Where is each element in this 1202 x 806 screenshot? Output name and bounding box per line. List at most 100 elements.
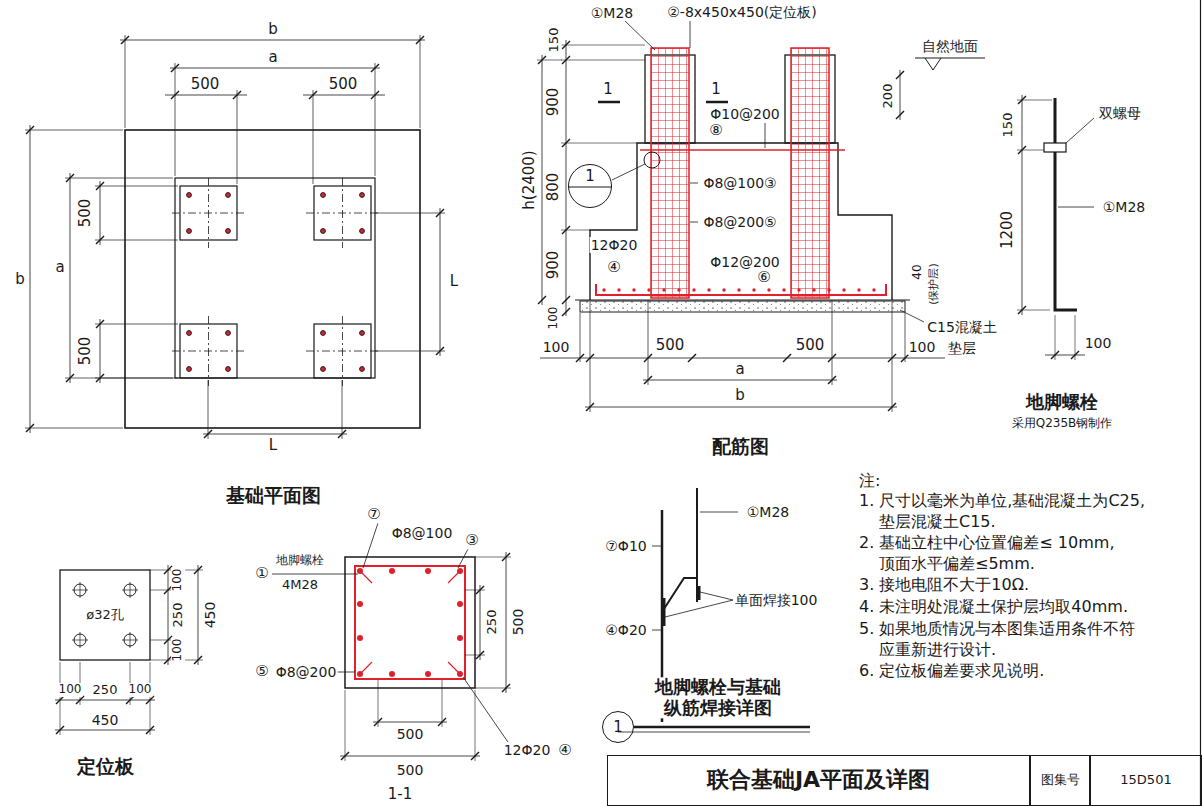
reinforcement-section <box>575 299 910 300</box>
reinforcement-section <box>580 300 905 412</box>
dimension-tick <box>338 430 346 438</box>
callout-label: ④ <box>606 259 621 276</box>
dimension-tick <box>171 64 179 72</box>
reinforcement-section <box>791 48 829 298</box>
dimension-tick <box>204 430 212 438</box>
dimension-line <box>643 380 837 381</box>
view-title: 地脚螺栓 <box>1025 392 1099 413</box>
dimension-line <box>506 552 507 693</box>
weld-detail <box>696 488 698 602</box>
callout-label: Φ8@100③ <box>702 175 777 191</box>
dimension-line <box>168 565 169 665</box>
dimension-text: 250 <box>485 609 500 636</box>
dimension-text: 250 <box>92 683 119 698</box>
reinforcement-section <box>537 21 985 412</box>
dimension-line <box>566 40 567 316</box>
dimension-tick <box>438 718 446 726</box>
dimension-tick <box>901 354 909 362</box>
dimension-text: 100 <box>542 339 571 355</box>
section-1-1 <box>355 566 465 679</box>
dimension-text: L <box>449 273 459 290</box>
dimension-tick <box>476 651 484 659</box>
dimension-tick <box>538 296 546 304</box>
dimension-tick <box>586 403 594 411</box>
dimension-text: 100 <box>171 638 185 663</box>
dimension-tick <box>1071 351 1079 359</box>
dimension-tick <box>96 236 104 244</box>
dimension-tick <box>502 553 510 561</box>
callout-label: 垫层 <box>947 340 977 356</box>
dimension-text: 500 <box>77 198 94 229</box>
reinforcement-section <box>590 143 892 300</box>
dimension-tick <box>538 56 546 64</box>
reinforcement-section <box>580 301 905 312</box>
dimension-line <box>340 756 480 757</box>
callout-label: 单面焊接100 <box>734 592 819 608</box>
dimension-tick <box>66 374 74 382</box>
dimension-text: 40 <box>911 263 925 280</box>
reinforcement-section <box>640 149 845 151</box>
anchor-bolt <box>1017 98 1094 360</box>
section-1-1 <box>457 601 463 607</box>
dimension-text: 900 <box>545 87 562 118</box>
dimension-tick <box>1018 146 1026 154</box>
reinforcement-section <box>600 288 882 292</box>
dimension-tick <box>56 696 64 704</box>
callout-number: 1 <box>585 168 595 185</box>
dimension-text: 500 <box>328 76 359 93</box>
callout-label: 双螺母 <box>1098 105 1142 121</box>
dimension-line <box>540 358 945 359</box>
dimension-line <box>900 70 901 120</box>
locating-plate <box>72 582 138 648</box>
dimension-tick <box>562 226 570 234</box>
dimension-text: 500 <box>795 337 826 354</box>
dimension-tick <box>233 91 241 99</box>
dimension-text: 100 <box>171 568 185 593</box>
dimension-text: 450 <box>202 601 218 630</box>
dimension-text: 800 <box>545 172 562 203</box>
dimension-tick <box>1018 96 1026 104</box>
callout-label: ①M28 <box>590 5 634 21</box>
dimension-text: 500 <box>190 76 221 93</box>
dimension-text: L <box>268 437 278 454</box>
callout-label: (保护层) <box>928 262 941 306</box>
section-1-1 <box>345 557 511 761</box>
view-title: 地脚螺栓与基础 纵筋焊接详图 <box>654 677 782 718</box>
title-text: 15D501 <box>1120 773 1171 787</box>
callout-label: ③ <box>464 532 479 549</box>
dimension-line <box>100 319 101 383</box>
section-1-1 <box>389 568 395 574</box>
view-title: 定位板 <box>76 756 135 778</box>
dimension-text: a <box>734 361 745 378</box>
dimension-tick <box>26 126 34 134</box>
dimension-tick <box>341 752 349 760</box>
anchor-bolt <box>1058 118 1094 207</box>
dimension-tick <box>96 182 104 190</box>
dimension-tick <box>1051 351 1059 359</box>
callout-label: ⑦ <box>366 506 381 523</box>
callout-label: 自然地面 <box>921 38 979 54</box>
plan-view <box>25 35 445 439</box>
dimension-tick <box>476 586 484 594</box>
dimension-tick <box>828 376 836 384</box>
dimension-tick <box>309 91 317 99</box>
section-1-1 <box>425 568 431 574</box>
callout-label: ①M28 <box>746 504 790 520</box>
dimension-text: 500 <box>396 762 425 778</box>
callout-label: ②-8x450x450(定位板) <box>666 4 817 20</box>
callout-label: ⑤ <box>254 663 269 680</box>
dimension-tick <box>562 296 570 304</box>
callout-label: ⑦Φ10 <box>604 538 647 554</box>
callout-label: Φ12@200 <box>709 254 781 270</box>
dimension-text: h(2400) <box>521 149 538 210</box>
dimension-tick <box>66 174 74 182</box>
dimension-line <box>165 95 247 96</box>
callout-label: ⑥ <box>756 269 771 286</box>
dimension-text: 200 <box>881 83 896 110</box>
dimension-text: 1 <box>710 81 722 98</box>
reinforcement-section <box>596 284 886 295</box>
dimension-line <box>30 125 31 433</box>
callout-label: C15混凝土 <box>926 319 998 335</box>
